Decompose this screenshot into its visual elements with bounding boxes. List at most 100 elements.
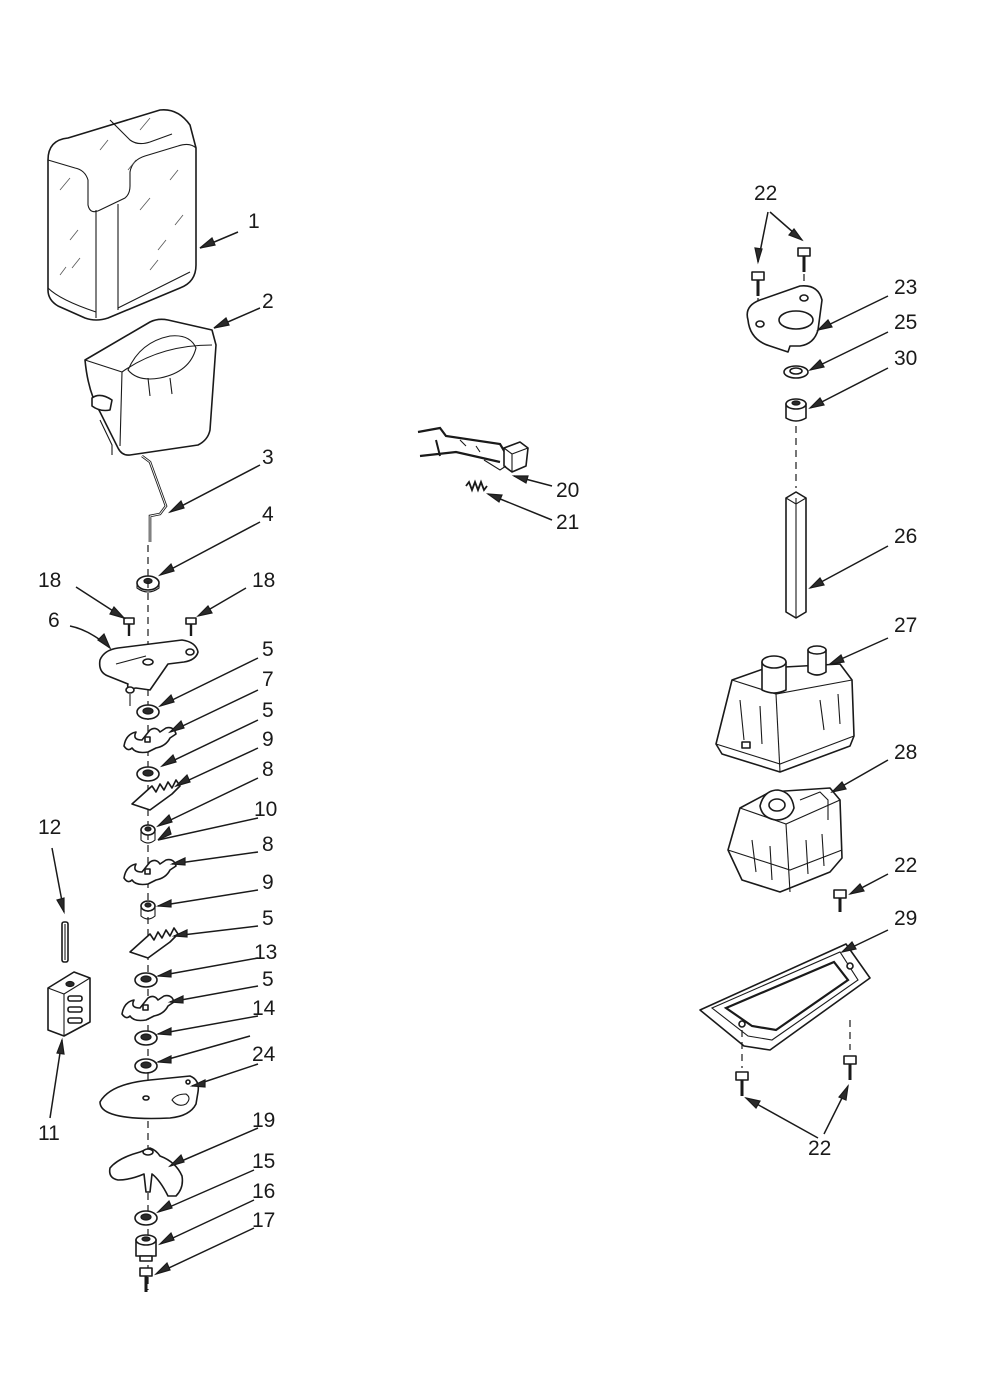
arrowhead-11	[56, 1037, 65, 1055]
part-17-bushing	[135, 1234, 157, 1262]
callout-5a: 5	[262, 638, 274, 661]
arrowhead-27	[827, 654, 845, 665]
arrowhead-12	[56, 897, 65, 915]
part-22-screw-motor	[833, 889, 847, 912]
callout-15: 15	[252, 1150, 275, 1173]
part-24-plate	[99, 1075, 200, 1120]
leader-16	[159, 1199, 255, 1245]
leader-30	[809, 367, 889, 409]
arrowhead-2	[213, 317, 230, 329]
part-8-spacer-a	[140, 824, 156, 844]
leader-4	[159, 521, 261, 576]
arrowhead-24	[189, 1079, 206, 1088]
callout-10: 10	[254, 798, 277, 821]
leader-9a	[175, 747, 259, 787]
leader-26	[809, 545, 889, 589]
callout-27: 27	[894, 614, 917, 637]
arrowhead-3	[167, 499, 185, 514]
part-22-screw-top-left	[751, 271, 765, 296]
part-25-washer	[783, 365, 809, 379]
callout-13: 13	[254, 941, 277, 964]
callout-22-bottom: 22	[808, 1137, 831, 1160]
leader-7	[169, 689, 259, 733]
leader-3	[169, 464, 261, 513]
arrowhead-16	[157, 1231, 175, 1246]
callout-1: 1	[248, 210, 260, 233]
callout-19: 19	[252, 1109, 275, 1132]
part-16-washer	[134, 1210, 158, 1226]
part-6-bracket	[98, 639, 199, 706]
part-5-washer-b	[136, 766, 160, 782]
callout-26: 26	[894, 525, 917, 548]
callout-18-right: 18	[252, 569, 275, 592]
leader-13	[157, 957, 259, 977]
arrowhead-8b	[169, 857, 186, 866]
leader-15	[157, 1169, 255, 1213]
callout-12: 12	[38, 816, 61, 839]
part-9-serrated-blade-a	[131, 779, 181, 811]
arrowhead-14b	[155, 1055, 172, 1064]
callout-9a: 9	[262, 728, 274, 751]
part-5-serrated-blade-c	[129, 927, 179, 959]
arrowhead-21	[485, 493, 503, 503]
callout-5c: 5	[262, 907, 274, 930]
callout-2: 2	[262, 290, 274, 313]
callout-28: 28	[894, 741, 917, 764]
arrowhead-26	[808, 577, 825, 590]
arrowhead-19	[167, 1153, 185, 1168]
part-5-blade-d	[121, 994, 175, 1022]
callout-11: 11	[38, 1122, 60, 1145]
arrowhead-18a	[109, 605, 126, 620]
arrowhead-9a	[173, 773, 191, 788]
part-2-auger-housing	[84, 318, 217, 456]
arrowhead-13	[155, 969, 172, 978]
part-14-washer	[134, 1030, 158, 1046]
arrowhead-22c-right	[838, 1083, 849, 1101]
leader-5d	[169, 985, 259, 1003]
arrowhead-22a-left	[754, 247, 763, 265]
arrowhead-10	[157, 825, 172, 841]
arrowhead-5a	[157, 693, 175, 708]
part-22-screw-bottom-left	[735, 1071, 749, 1096]
callout-9b: 9	[262, 871, 274, 894]
part-9-spacer-b	[140, 900, 156, 920]
leader-10	[157, 817, 259, 841]
leader-5a	[159, 657, 259, 707]
arrowhead-8a	[155, 813, 173, 828]
arrowhead-30	[808, 397, 825, 410]
part-3-auger-rod	[141, 454, 168, 542]
part-11-block	[47, 971, 91, 1037]
part-17-screw	[139, 1267, 153, 1292]
leader-14	[157, 1015, 259, 1035]
callout-8a: 8	[262, 758, 274, 781]
arrowhead-23	[816, 319, 833, 332]
callout-25: 25	[894, 311, 917, 334]
leader-8a	[157, 777, 259, 827]
callout-8b: 8	[262, 833, 274, 856]
part-26-shaft	[785, 491, 807, 619]
part-8-blade-b	[123, 858, 177, 886]
part-1-ice-bucket	[47, 108, 197, 321]
arrowhead-1	[199, 237, 216, 249]
arrowhead-29	[840, 941, 857, 954]
arrowhead-9b	[155, 899, 172, 908]
part-27-motor-cover	[715, 645, 855, 773]
arrowhead-20	[511, 475, 529, 484]
callout-30: 30	[894, 347, 917, 370]
arrowhead-18b	[196, 605, 213, 618]
leader-5c	[173, 925, 259, 937]
leader-9b	[157, 889, 259, 907]
part-22-screw-top-right	[797, 247, 811, 272]
callout-16: 16	[252, 1180, 275, 1203]
arrowhead-22b	[848, 883, 865, 896]
leader-25	[809, 331, 889, 371]
callout-22-motor: 22	[894, 854, 917, 877]
callout-4: 4	[262, 503, 274, 526]
leader-17	[155, 1227, 255, 1275]
callout-5b: 5	[262, 699, 274, 722]
part-13-washer	[134, 972, 158, 988]
leader-5b	[161, 719, 259, 767]
callout-17: 17	[252, 1209, 275, 1232]
